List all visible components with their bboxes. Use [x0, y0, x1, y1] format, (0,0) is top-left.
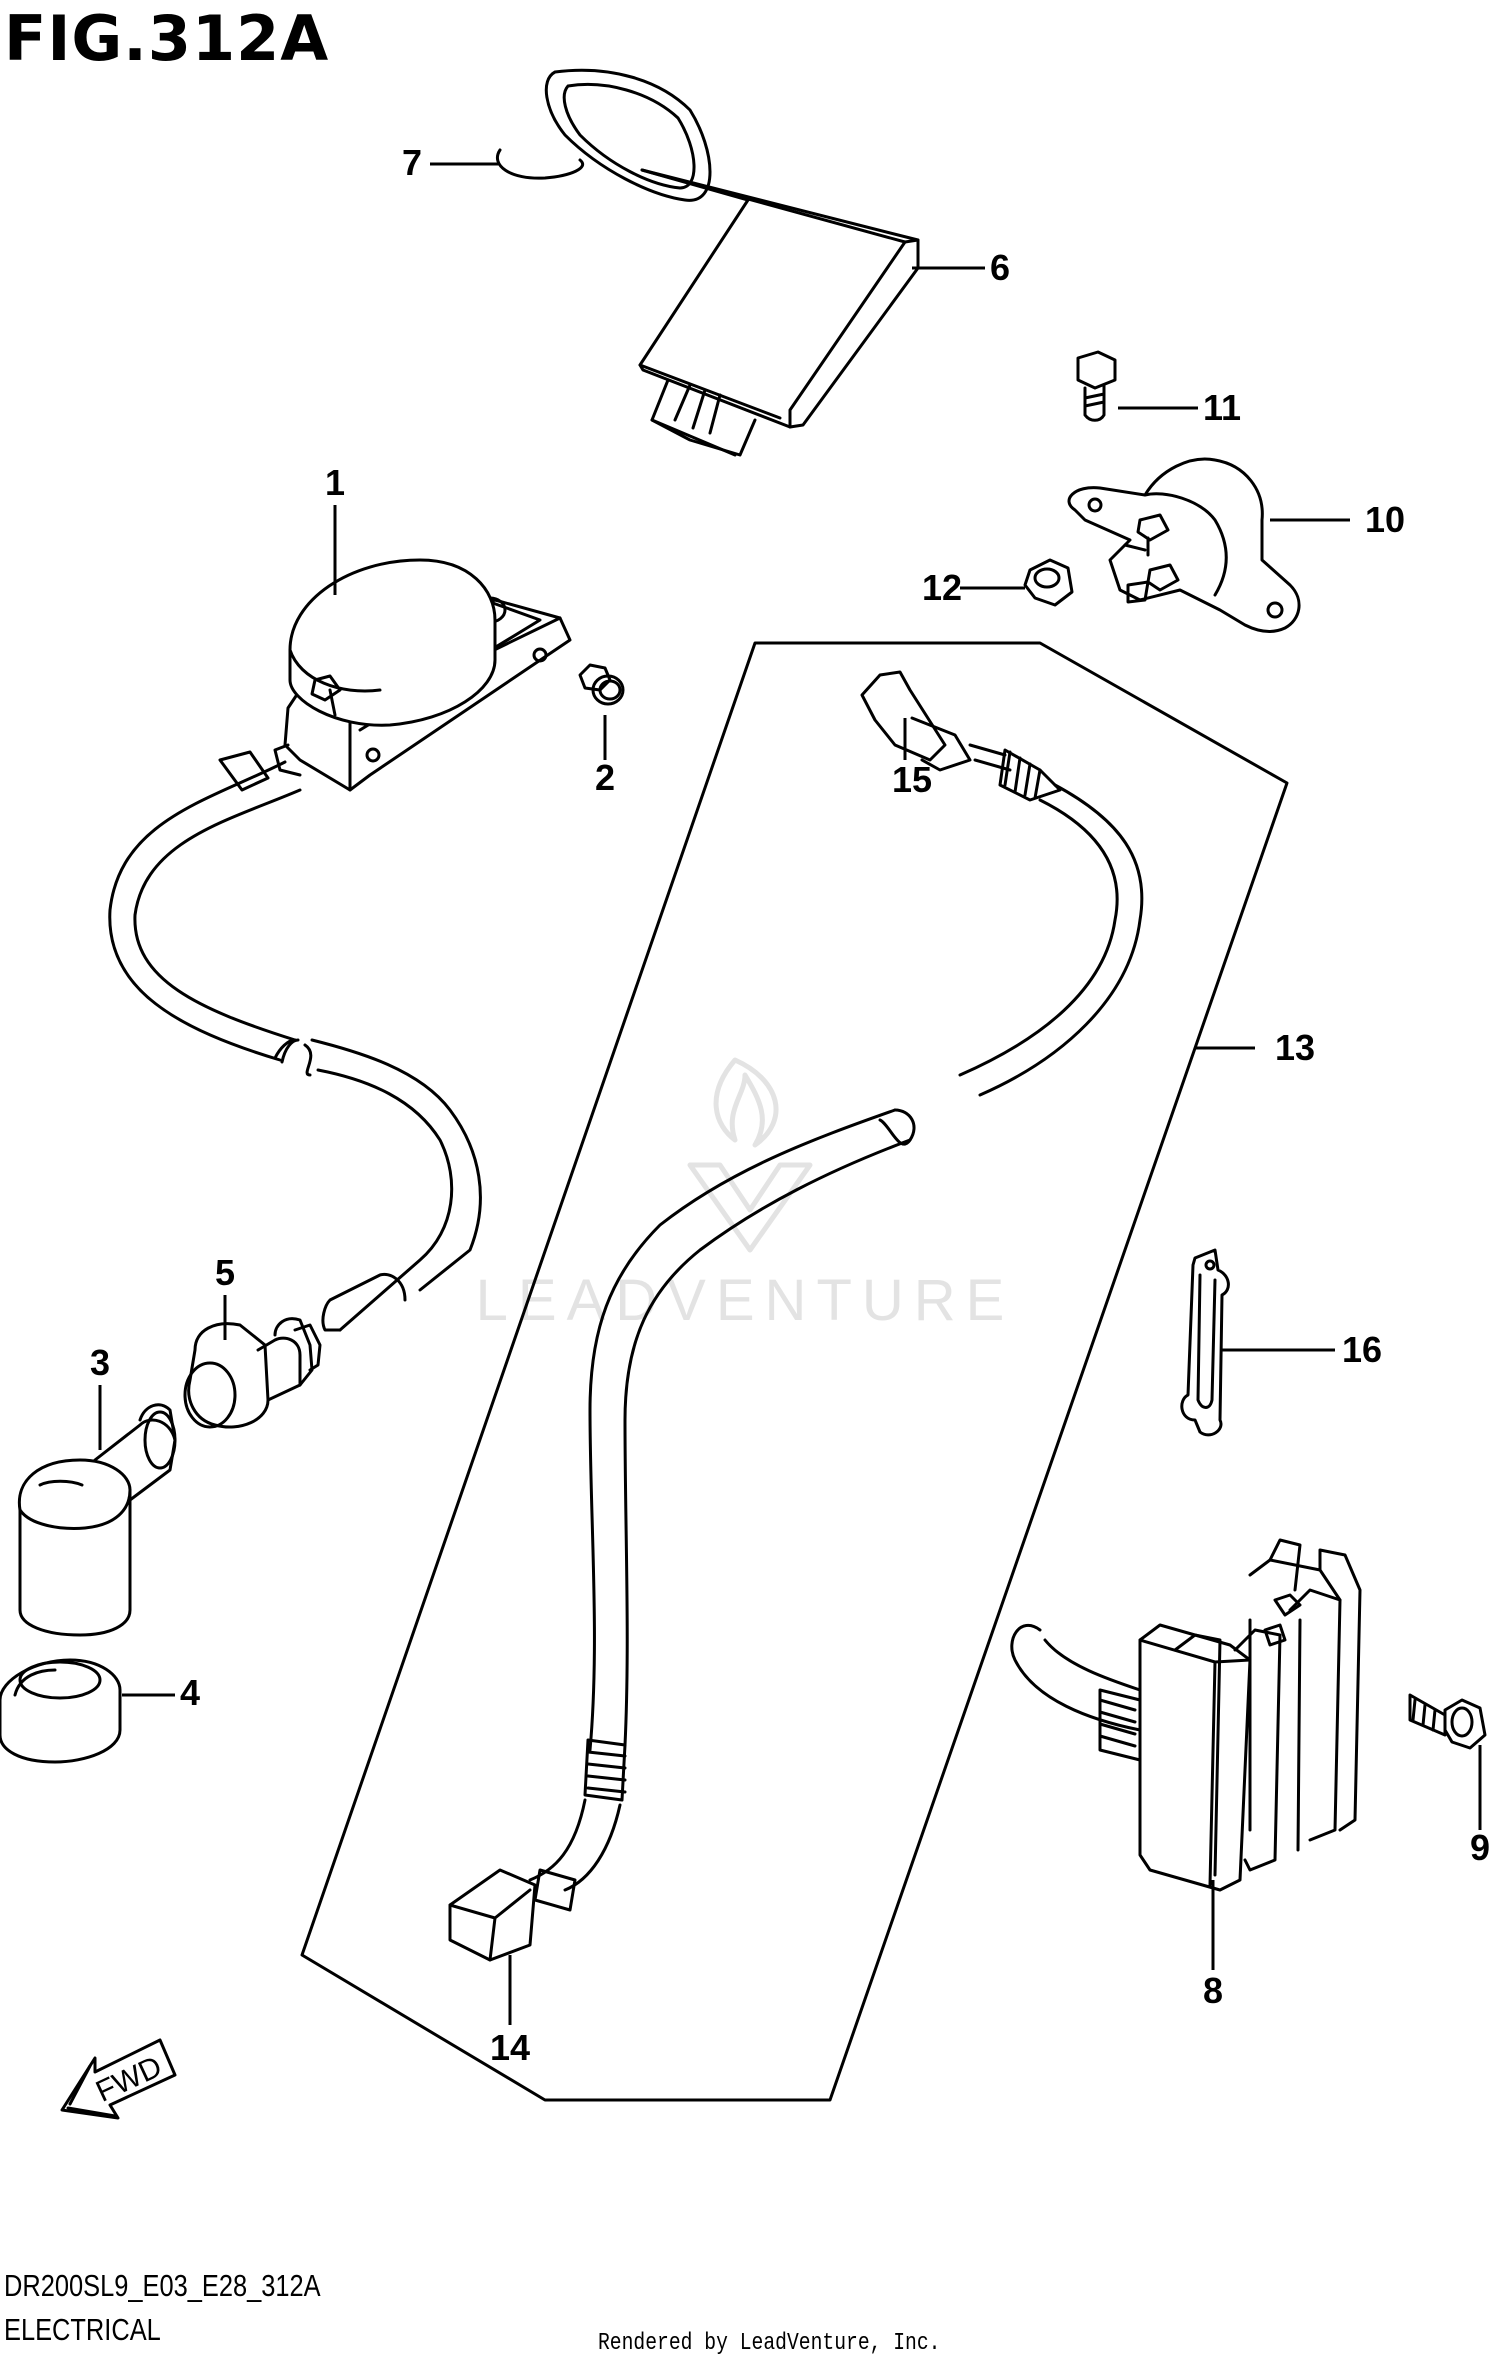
starter-relay-part-10[interactable] [1067, 457, 1301, 633]
bolt-part-11[interactable] [1076, 350, 1117, 422]
callout-number-9[interactable]: 9 [1470, 1827, 1490, 1868]
harness-lower-cable [448, 1408, 629, 1962]
callout-number-14[interactable]: 14 [490, 2027, 530, 2068]
clamp-part-16[interactable] [1180, 1248, 1230, 1437]
callout-number-13[interactable]: 13 [1275, 1027, 1315, 1068]
harness-upper-cable [588, 670, 1144, 1422]
callout-number-8[interactable]: 8 [1203, 1970, 1223, 2011]
callout-number-3[interactable]: 3 [90, 1342, 110, 1383]
watermark-logo [687, 1057, 813, 1253]
section-name: ELECTRICAL [4, 2312, 161, 2347]
callout-number-10[interactable]: 10 [1365, 499, 1405, 540]
plug-cap-part-5[interactable] [183, 1317, 322, 1429]
coil-high-tension-cord [108, 750, 482, 1332]
callout-number-2[interactable]: 2 [595, 757, 615, 798]
rubber-band-part-7[interactable] [496, 68, 712, 202]
callout-number-6[interactable]: 6 [990, 247, 1010, 288]
callout-number-15[interactable]: 15 [892, 759, 932, 800]
callout-number-1[interactable]: 1 [325, 462, 345, 503]
screw-part-2[interactable] [578, 663, 625, 706]
regulator-part-8[interactable] [1010, 1538, 1362, 1892]
plug-boot-part-3[interactable] [17, 1403, 177, 1637]
figure-title: FIG.312A [4, 2, 330, 75]
ignition-coil-part-1[interactable] [273, 558, 572, 792]
callout-number-11[interactable]: 11 [1203, 387, 1241, 428]
credit-text: Rendered by LeadVenture, Inc. [598, 2330, 941, 2357]
bolt-part-9[interactable] [1408, 1693, 1487, 1750]
diagram-code: DR200SL9_E03_E28_312A [4, 2268, 321, 2303]
watermark-text: LEADVENTURE [476, 1268, 1015, 1333]
callout-number-12[interactable]: 12 [922, 567, 962, 608]
fwd-arrow-icon [60, 2038, 177, 2120]
cap-rubber-part-4[interactable] [0, 1658, 122, 1764]
cdi-unit-part-6[interactable] [638, 168, 920, 457]
harness-group-frame [300, 641, 1289, 2102]
callout-number-4[interactable]: 4 [180, 1672, 200, 1713]
callout-number-16[interactable]: 16 [1342, 1329, 1382, 1370]
callout-number-5[interactable]: 5 [215, 1252, 235, 1293]
nut-part-12[interactable] [1023, 558, 1074, 607]
callout-number-7[interactable]: 7 [402, 142, 422, 183]
